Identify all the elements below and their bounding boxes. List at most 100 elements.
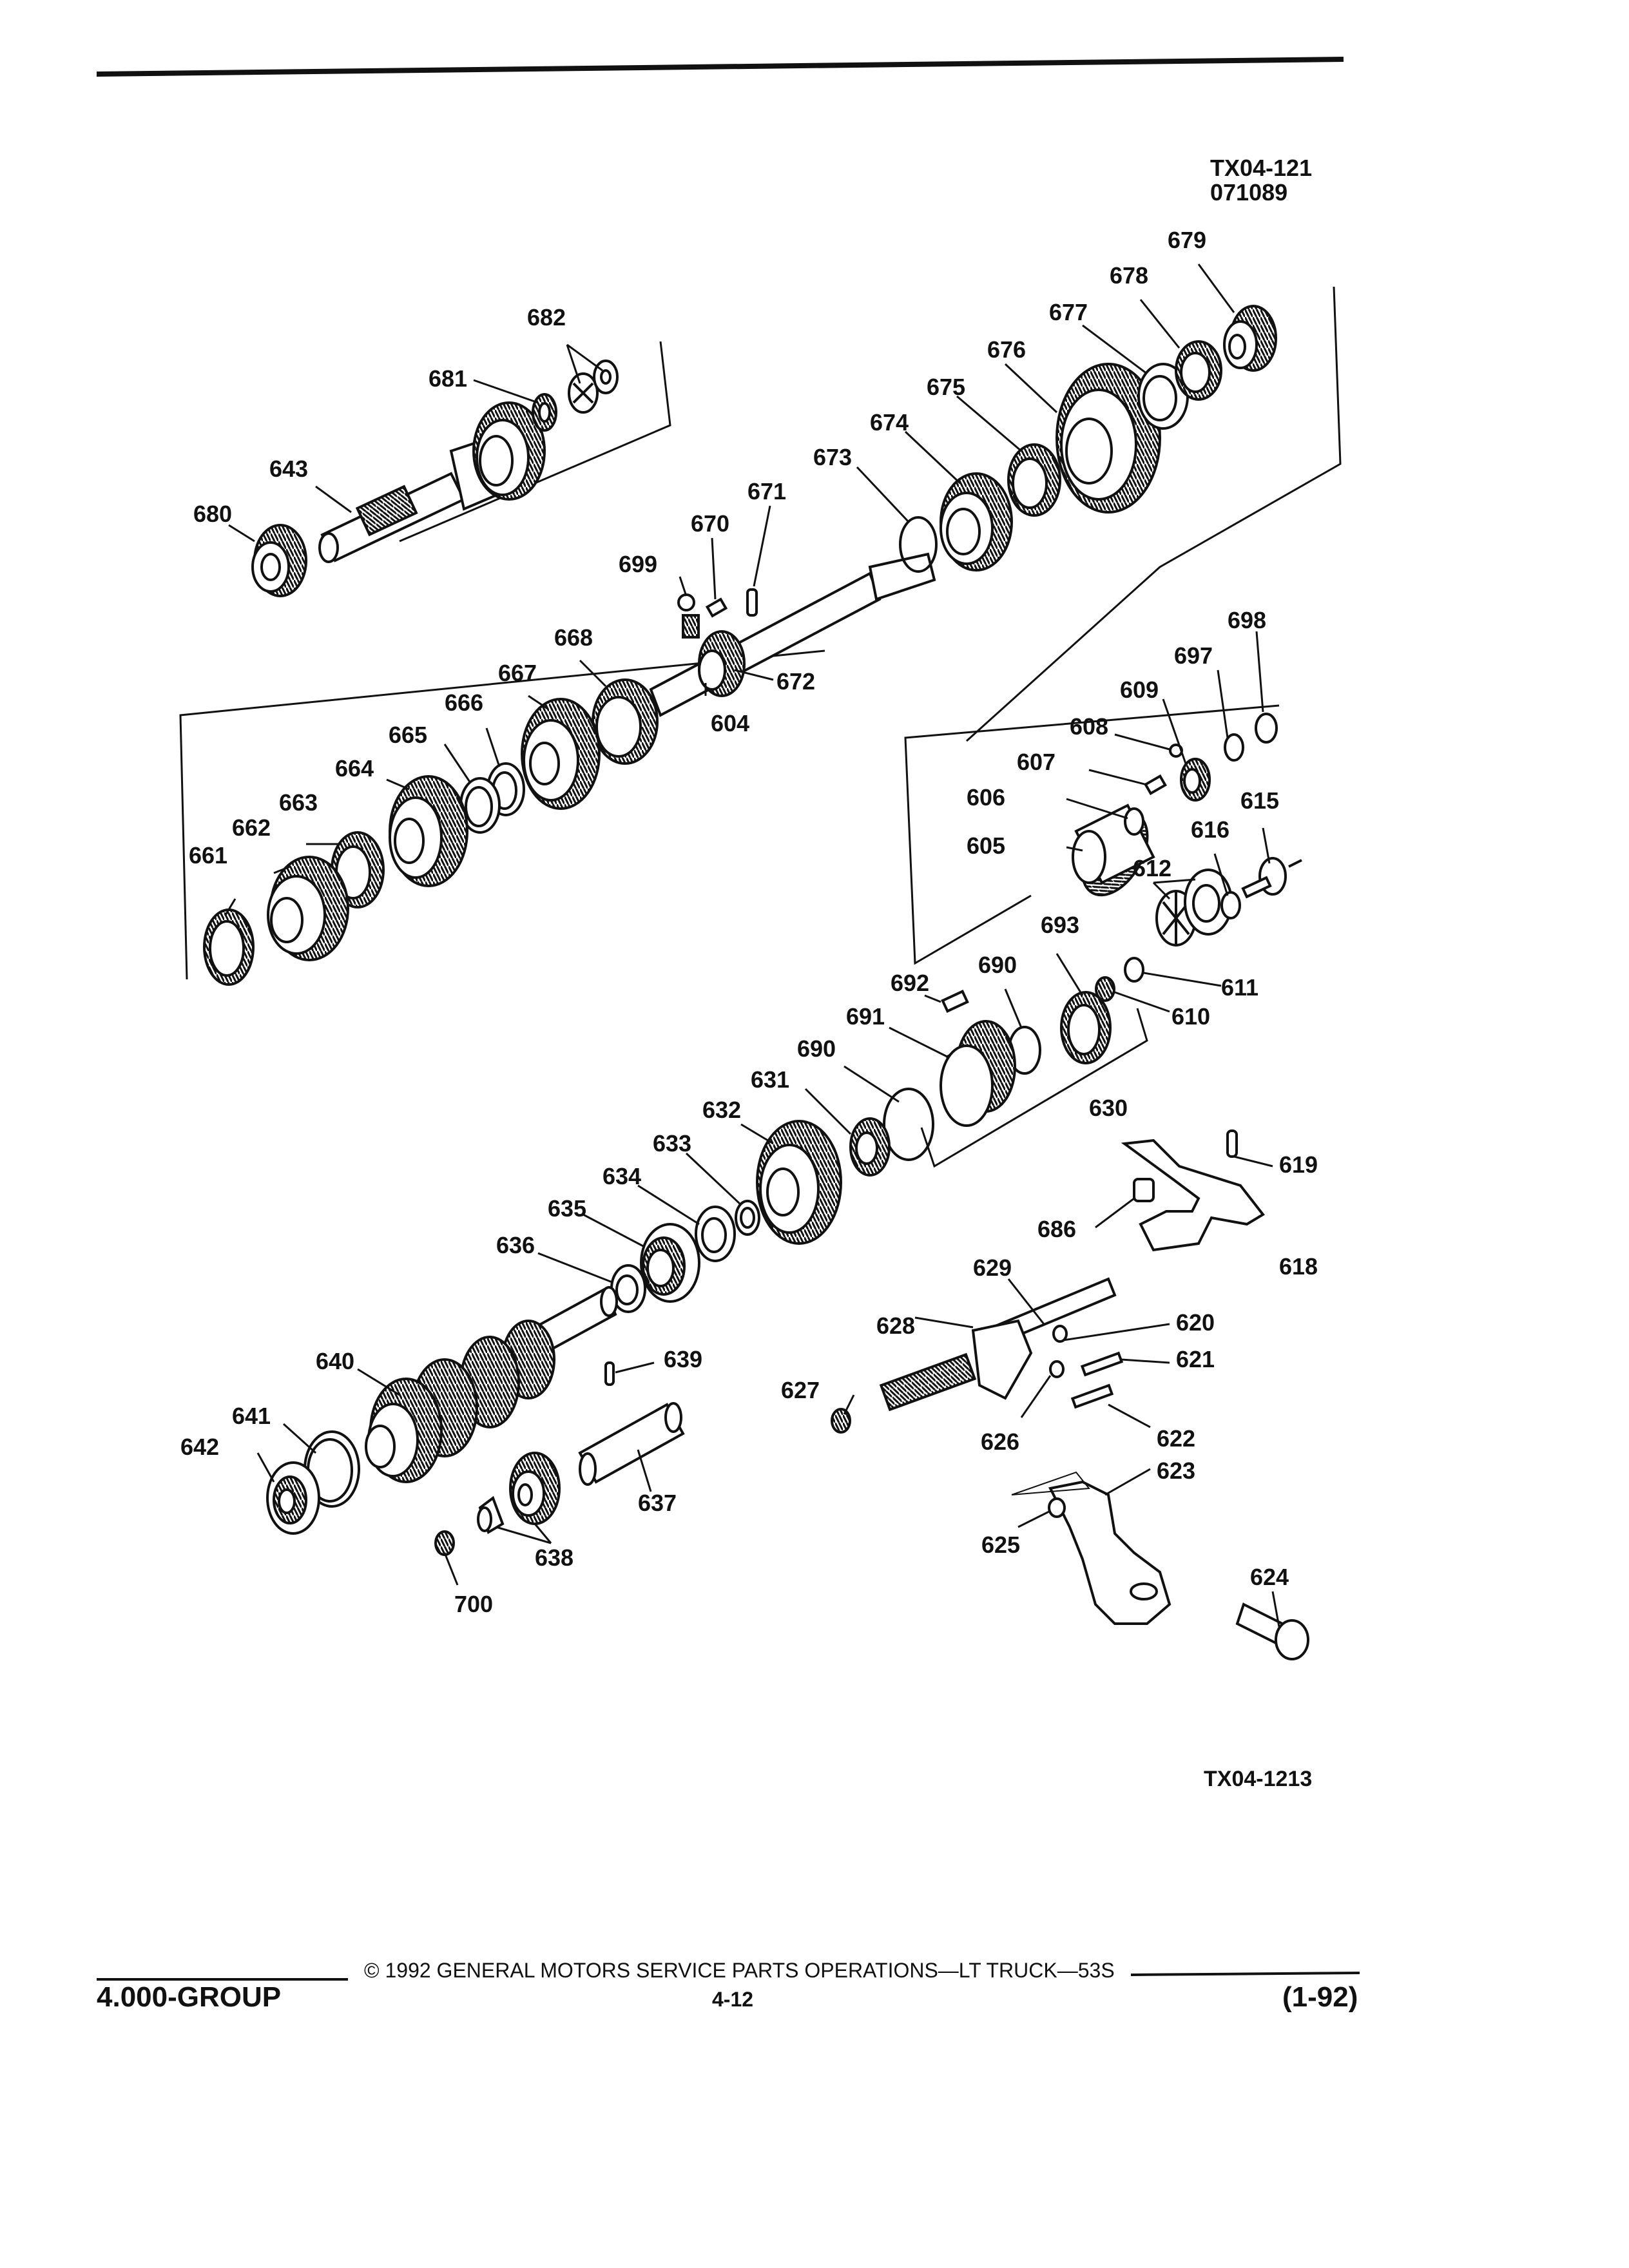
hub-662 <box>267 856 349 961</box>
part-label-615: 615 <box>1240 787 1279 814</box>
gear-609 <box>1180 758 1211 802</box>
part-label-636: 636 <box>496 1232 535 1258</box>
part-label-610: 610 <box>1171 1003 1210 1030</box>
part-label-664: 664 <box>335 755 374 782</box>
part-label-662: 662 <box>232 814 271 841</box>
washer-611 <box>1124 957 1144 983</box>
part-label-693: 693 <box>1041 912 1079 938</box>
part-label-692: 692 <box>891 970 929 996</box>
snap-ring-673 <box>899 516 938 573</box>
part-label-621: 621 <box>1176 1346 1215 1372</box>
part-label-627: 627 <box>781 1377 820 1403</box>
part-label-682: 682 <box>527 304 566 331</box>
detent-699 <box>677 593 700 639</box>
footer-revision: (1-92) <box>1282 1981 1358 2013</box>
pin-639 <box>604 1361 615 1386</box>
washer-634 <box>695 1206 736 1262</box>
ring-606 <box>1124 807 1144 836</box>
part-label-672: 672 <box>776 668 815 695</box>
part-label-607: 607 <box>1017 749 1055 775</box>
part-label-620: 620 <box>1176 1309 1215 1336</box>
bolt-621 <box>1080 1351 1124 1377</box>
ring-661 <box>203 908 255 986</box>
part-label-639: 639 <box>664 1346 702 1372</box>
part-label-622: 622 <box>1157 1425 1195 1452</box>
part-label-640: 640 <box>316 1348 354 1374</box>
shaft-643 <box>318 401 546 563</box>
part-label-635: 635 <box>548 1195 586 1222</box>
plug-627 <box>831 1408 851 1434</box>
part-label-697: 697 <box>1174 642 1213 669</box>
gear-612 <box>1155 869 1233 947</box>
part-label-612: 612 <box>1133 855 1171 881</box>
part-label-606: 606 <box>967 784 1005 811</box>
part-label-686: 686 <box>1037 1216 1076 1242</box>
part-label-673: 673 <box>813 444 852 470</box>
part-label-666: 666 <box>445 689 483 716</box>
part-label-661: 661 <box>189 842 227 869</box>
footer-group: 4.000-GROUP <box>97 1981 282 2013</box>
part-label-628: 628 <box>876 1312 915 1339</box>
ring-610 <box>1095 976 1115 1002</box>
part-label-604: 604 <box>711 710 749 736</box>
part-label-680: 680 <box>193 501 232 527</box>
bearing-680 <box>251 524 307 597</box>
part-label-630: 630 <box>1089 1095 1128 1121</box>
part-label-633: 633 <box>653 1130 691 1157</box>
part-label-626: 626 <box>981 1428 1019 1455</box>
spring-628 <box>879 1352 977 1412</box>
snap-ring-682 <box>568 360 619 414</box>
sleeve-691 <box>940 1020 1016 1127</box>
shift-rail-629 <box>971 1277 1117 1400</box>
footer-rule-right <box>1130 1972 1360 1976</box>
gear-667 <box>521 698 601 810</box>
part-label-671: 671 <box>747 478 786 505</box>
gear-664 <box>389 775 468 887</box>
bearing-642 <box>266 1461 320 1535</box>
part-label-619: 619 <box>1279 1151 1318 1178</box>
bearing-635 <box>640 1223 700 1303</box>
snap-ring-698 <box>1255 713 1278 744</box>
gear-676 <box>1055 363 1161 514</box>
shift-parts-group <box>831 1129 1309 1660</box>
gear-632 <box>756 1120 842 1245</box>
part-label-691: 691 <box>846 1003 885 1030</box>
part-label-638: 638 <box>535 1544 574 1571</box>
snap-ring-690b <box>883 1088 934 1161</box>
ring-674 <box>940 472 1013 572</box>
part-label-676: 676 <box>987 336 1026 363</box>
key-670 <box>705 597 728 618</box>
plug-615 <box>1241 857 1287 899</box>
part-label-623: 623 <box>1157 1457 1195 1484</box>
lever-623 <box>1048 1480 1171 1625</box>
part-label-675: 675 <box>927 374 965 400</box>
part-label-663: 663 <box>279 789 318 816</box>
figure-code-bottom: TX04-1213 <box>1204 1767 1312 1791</box>
bolt-622 <box>1070 1383 1114 1409</box>
bearing-681 <box>532 393 557 432</box>
part-label-634: 634 <box>602 1163 641 1189</box>
synchro-604 <box>698 630 746 697</box>
part-label-679: 679 <box>1168 227 1206 253</box>
part-label-631: 631 <box>751 1066 789 1093</box>
part-label-665: 665 <box>389 722 427 748</box>
part-label-624: 624 <box>1250 1564 1289 1590</box>
part-label-605: 605 <box>967 832 1005 859</box>
washer-700 <box>434 1530 455 1556</box>
key-607 <box>1144 774 1167 796</box>
figure-code-number: TX04-121 <box>1210 155 1313 181</box>
top-rule <box>96 57 1344 77</box>
leader-lines <box>224 264 1280 1628</box>
part-label-699: 699 <box>619 551 657 577</box>
part-label-670: 670 <box>691 510 729 537</box>
bearing-678 <box>1175 340 1222 401</box>
part-label-698: 698 <box>1228 607 1266 633</box>
extension-parts-group <box>904 704 1302 1002</box>
main-shaft-group <box>179 286 1342 986</box>
ring-616 <box>1220 891 1241 919</box>
part-label-642: 642 <box>180 1434 219 1460</box>
figure-code: TX04-121 071089 <box>1210 156 1312 205</box>
part-label-637: 637 <box>638 1490 677 1516</box>
key-692 <box>941 990 969 1013</box>
